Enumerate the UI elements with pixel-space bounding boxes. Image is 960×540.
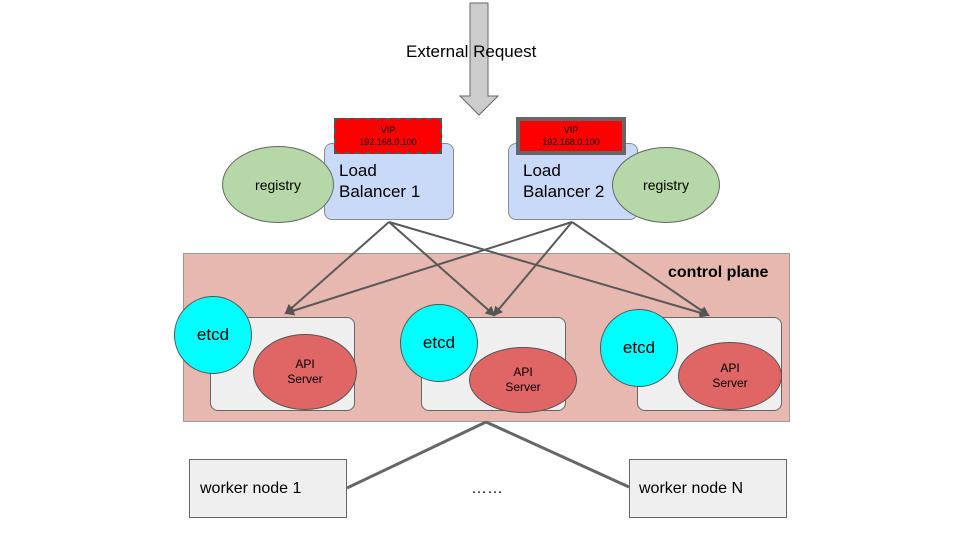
etcd-3: etcd: [600, 309, 678, 387]
vip-2-address: 192.168.0.100: [542, 137, 600, 147]
vip-badge-1: VIP 192.168.0.100: [334, 118, 442, 154]
api-server-3-line1: API: [720, 361, 740, 375]
external-request-label: External Request: [406, 42, 537, 61]
etcd-2-label: etcd: [422, 333, 456, 352]
etcd-1: etcd: [174, 296, 252, 374]
lb1-to-node2-line: [388, 221, 496, 317]
load-balancer-2-label-line1: Load: [523, 161, 561, 180]
cp-to-workerN-line: [485, 420, 630, 489]
etcd-2: etcd: [400, 304, 478, 382]
worker-node-last-label: worker node N: [639, 479, 744, 497]
load-balancer-1-label-line2: Balancer 1: [339, 182, 421, 201]
worker-node-last: worker node N: [629, 459, 787, 518]
vip-2-label: VIP: [563, 125, 579, 135]
vip-badge-2: VIP 192.168.0.100: [516, 117, 626, 155]
vip-1-label: VIP: [380, 125, 396, 135]
registry-1-label: registry: [255, 176, 301, 193]
load-balancer-2-label-line2: Balancer 2: [523, 182, 605, 201]
registry-2: registry: [612, 147, 720, 223]
api-server-2-line1: API: [513, 365, 533, 379]
api-server-1-line1: API: [295, 357, 315, 371]
registry-2-label: registry: [643, 177, 689, 193]
load-balancer-1: Load Balancer 1: [324, 143, 454, 220]
registry-1: registry: [222, 146, 334, 223]
lb2-to-node3-line: [571, 221, 710, 317]
workers-ellipsis: ……: [471, 480, 503, 497]
lb1-to-node1-line: [284, 221, 390, 315]
load-balancer-1-label-line1: Load: [339, 161, 377, 180]
lb1-to-node3-line: [388, 221, 710, 318]
cp-to-worker1-line: [346, 420, 487, 490]
api-server-3-line2: Server: [712, 376, 748, 390]
api-server-1: API Server: [253, 334, 357, 410]
lb2-to-node2-line: [492, 221, 573, 317]
worker-node-first: worker node 1: [189, 459, 347, 518]
api-server-2: API Server: [469, 347, 577, 413]
api-server-1-line2: Server: [287, 372, 323, 386]
control-plane-label: control plane: [668, 264, 769, 281]
etcd-3-label: etcd: [622, 338, 656, 357]
worker-node-first-label: worker node 1: [200, 479, 302, 497]
lb2-to-node1-line: [284, 221, 573, 316]
api-server-3: API Server: [678, 342, 782, 410]
etcd-1-label: etcd: [196, 325, 230, 344]
vip-1-address: 192.168.0.100: [359, 137, 417, 147]
api-server-2-line2: Server: [505, 380, 541, 394]
